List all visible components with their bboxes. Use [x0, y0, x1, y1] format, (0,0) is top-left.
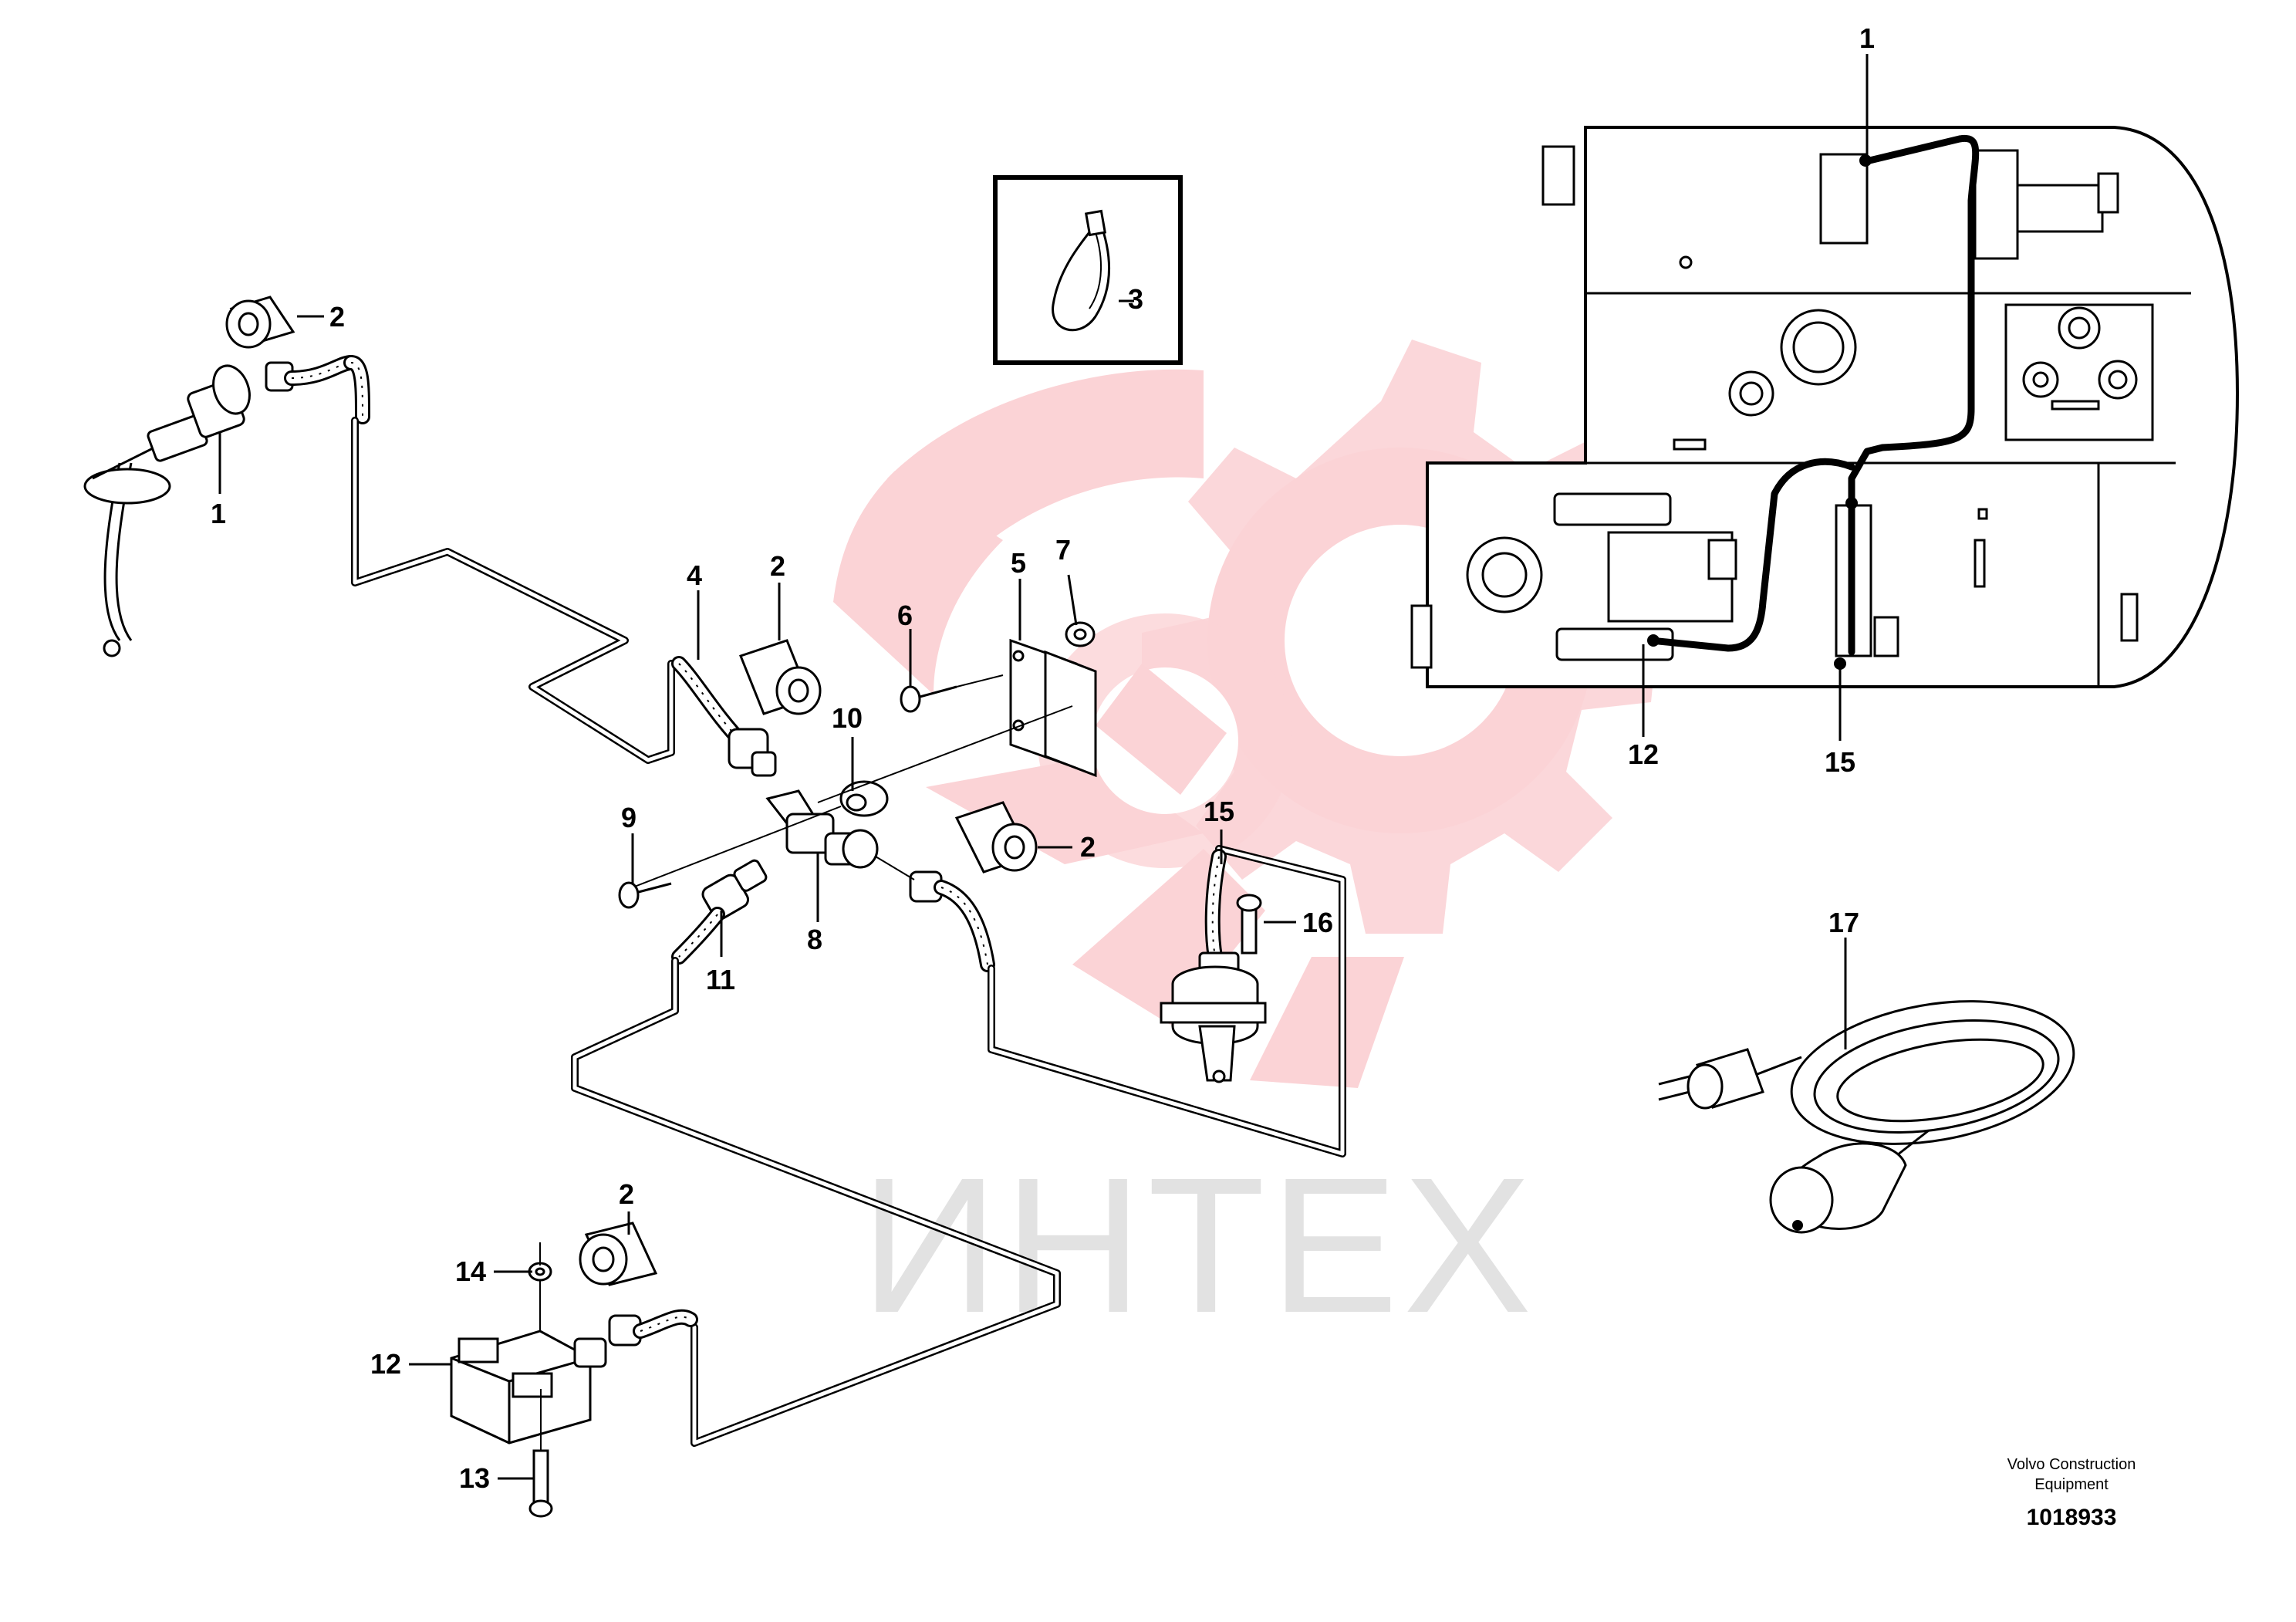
callout-15-valve: 15 — [1204, 796, 1234, 827]
engine-heater-element — [83, 364, 251, 657]
callout-17-cable: 17 — [1828, 907, 1859, 938]
callout-2-mid: 2 — [770, 550, 785, 582]
spacer-10 — [839, 780, 889, 817]
callout-11-connector: 11 — [706, 964, 735, 995]
hose-bottom — [608, 1309, 698, 1347]
callout-2-right: 2 — [1080, 831, 1096, 863]
watermark-text: ИНТЕХ — [860, 1137, 1536, 1353]
valve-15 — [1160, 849, 1267, 1083]
callout-12-inset: 12 — [1628, 738, 1659, 770]
extension-cable-17 — [1658, 1000, 2075, 1234]
leader-lines — [218, 54, 1869, 1480]
callout-15-inset: 15 — [1825, 746, 1855, 778]
callout-8-tee: 8 — [807, 924, 822, 955]
cable-tie-detail-box — [993, 175, 1183, 365]
callout-14-nut: 14 — [455, 1255, 486, 1287]
callout-7-nut: 7 — [1055, 534, 1071, 566]
tee-fitting — [765, 789, 879, 922]
callout-12-socket: 12 — [370, 1348, 401, 1380]
protective-sleeve-right — [954, 801, 1072, 874]
screw-16 — [1236, 894, 1262, 955]
callout-6-screw: 6 — [897, 600, 913, 631]
callout-9-screw: 9 — [621, 802, 636, 833]
callout-1-inset: 1 — [1859, 22, 1875, 54]
hose-top-left — [265, 355, 370, 424]
callout-1-heater: 1 — [211, 498, 226, 529]
manufacturer-name-line1: Volvo Construction — [2007, 1456, 2136, 1473]
screw-6 — [900, 674, 1004, 713]
socket-12 — [450, 1330, 607, 1445]
callout-16-screw: 16 — [1302, 907, 1333, 938]
callout-4-hose: 4 — [687, 559, 702, 591]
connector-11 — [671, 859, 768, 965]
hose-4 — [671, 656, 777, 777]
callout-10-spacer: 10 — [832, 702, 863, 734]
callout-2-bottom: 2 — [619, 1178, 634, 1210]
protective-sleeve-top — [225, 296, 324, 349]
document-number: 1018933 — [2027, 1505, 2117, 1530]
hose-right — [909, 870, 995, 972]
machine-overview-inset — [1410, 126, 2240, 688]
screw-9 — [618, 881, 672, 909]
callout-2-top: 2 — [329, 301, 345, 333]
callout-13-screw: 13 — [459, 1462, 490, 1494]
nut-7 — [1065, 621, 1096, 647]
protective-sleeve-bottom — [579, 1222, 658, 1286]
protective-sleeve-mid — [739, 639, 822, 715]
mounting-bracket — [1009, 638, 1097, 778]
assembly-axis-line — [817, 705, 1073, 803]
manufacturer-name-line2: Equipment — [2034, 1476, 2109, 1493]
callout-3-tie: 3 — [1128, 283, 1143, 315]
callout-5-bracket: 5 — [1011, 547, 1026, 579]
cable-route-a — [351, 417, 675, 764]
